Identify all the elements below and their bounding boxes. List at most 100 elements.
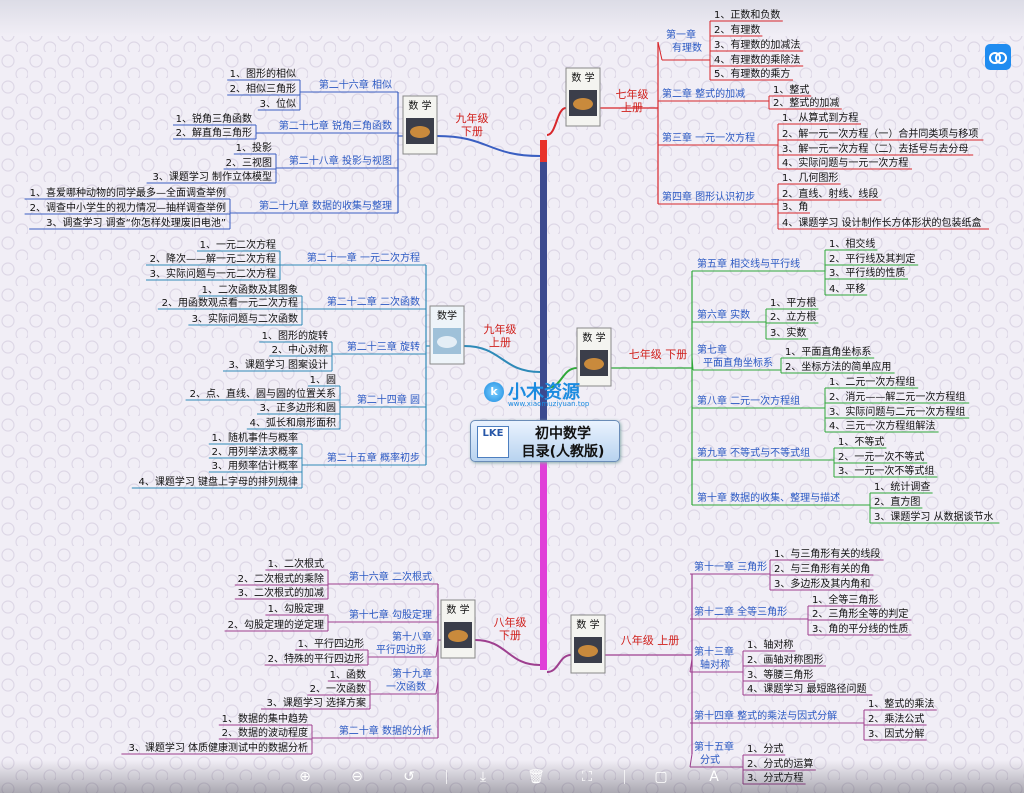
chapter-label-c19-line2: 一次函数 [386, 680, 426, 693]
zoom-in-icon[interactable]: ⊕ [299, 769, 311, 785]
top-shade [0, 0, 1024, 36]
grade-label-g8b-line2: 下册 [499, 629, 521, 642]
section-label-c16-3: 3、二次根式的加减 [238, 586, 324, 599]
chapter-label-c10: 第十章 数据的收集、整理与描述 [697, 491, 840, 504]
chapter-connector-c13 [689, 658, 693, 673]
section-label-c3-2: 2、解一元一次方程（一）合并同类项与移项 [782, 127, 978, 140]
chapter-label-c3: 第三章 一元一次方程 [662, 131, 755, 144]
trunk-lower-segment [540, 460, 547, 670]
section-label-c3-4: 4、实际问题与一元一次方程 [782, 156, 908, 169]
section-label-c9-3: 3、一元一次不等式组 [838, 464, 934, 477]
section-label-c25-1: 1、随机事件与概率 [212, 431, 298, 444]
section-label-c16-2: 2、二次根式的乘除 [238, 572, 324, 585]
section-label-c19-1: 1、函数 [330, 668, 366, 681]
section-label-c15-3: 3、分式方程 [747, 771, 803, 784]
section-label-c19-2: 2、一次函数 [310, 682, 366, 695]
section-label-c9-1: 1、不等式 [838, 435, 884, 448]
section-label-c21-3: 3、实际问题与一元二次方程 [150, 267, 276, 280]
cover-title: 数 学 [582, 331, 605, 344]
section-label-c29-2: 2、调查中小学生的视力情况—抽样调查举例 [30, 201, 226, 214]
grade-label-g7a: 七年级 [616, 87, 649, 101]
section-label-c7-1: 1、平面直角坐标系 [785, 345, 871, 358]
chapter-label-c9: 第九章 不等式与不等式组 [697, 446, 810, 459]
section-label-c1-2: 2、有理数 [714, 23, 760, 36]
delete-icon[interactable]: 🗑 [527, 769, 545, 785]
central-trunk [540, 140, 547, 670]
chapter-label-c27: 第二十七章 锐角三角函数 [279, 119, 392, 132]
cover-title: 数 学 [446, 603, 469, 616]
section-label-c19-3: 3、课题学习 选择方案 [266, 696, 366, 709]
center-topic[interactable]: LKE 初中数学 目录(人教版) [470, 420, 620, 462]
chapter-label-c25: 第二十五章 概率初步 [327, 451, 420, 464]
grade-link-g7b [546, 367, 578, 389]
cloud-share-button[interactable] [985, 44, 1011, 70]
section-label-c27-2: 2、解直角三角形 [176, 126, 252, 139]
grade-link-g8b [474, 639, 541, 666]
grade-label-g9a: 九年级 [484, 322, 517, 336]
chapter-label-c29: 第二十九章 数据的收集与整理 [259, 199, 392, 212]
trunk-top-cap [540, 140, 547, 162]
section-label-c26-3: 3、位似 [260, 97, 296, 110]
image-viewer-toolbar: ⊕ ⊖ ↺ ⤓ 🗑 ⛶ ▢ A [0, 760, 1024, 793]
chapter-connector-c1 [657, 41, 663, 61]
section-label-c1-1: 1、正数和负数 [714, 8, 780, 21]
chapter-label-c12: 第十二章 全等三角形 [694, 605, 787, 618]
section-label-c10-3: 3、课题学习 从数据谈节水 [874, 510, 994, 523]
section-label-c3-1: 1、从算式到方程 [782, 111, 858, 124]
section-label-c2-2: 2、整式的加减 [773, 96, 839, 109]
cloud-icon [989, 52, 1007, 64]
section-label-c28-3: 3、课题学习 制作立体模型 [152, 170, 272, 183]
chapter-label-c15-line2: 分式 [700, 753, 720, 766]
section-label-c12-3: 3、角的平分线的性质 [812, 622, 908, 635]
section-label-c5-1: 1、相交线 [829, 237, 875, 250]
chapter-label-c4: 第四章 图形认识初步 [662, 190, 755, 203]
chapter-label-c21: 第二十一章 一元二次方程 [307, 251, 420, 264]
section-label-c1-3: 3、有理数的加减法 [714, 38, 800, 51]
section-label-c3-3: 3、解一元一次方程（二）去括号与去分母 [782, 142, 968, 155]
crop-icon[interactable]: ⛶ [582, 769, 592, 785]
chapter-label-c20: 第二十章 数据的分析 [339, 724, 432, 737]
chapter-label-c18: 第十八章 [392, 630, 432, 643]
chapter-label-c8: 第八章 二元一次方程组 [697, 394, 800, 407]
chapter-connector-c15 [689, 753, 693, 768]
textbook-cover-g8b: 数 学 [440, 599, 476, 659]
section-label-c11-1: 1、与三角形有关的线段 [774, 547, 880, 560]
section-label-c18-2: 2、特殊的平行四边形 [268, 652, 364, 665]
cover-art-shape [410, 126, 430, 138]
section-label-c2-1: 1、整式 [773, 83, 809, 96]
cover-title: 数 学 [576, 618, 599, 631]
chapter-label-c6: 第六章 实数 [697, 308, 750, 321]
download-icon[interactable]: ⤓ [479, 769, 487, 785]
text-recognition-icon[interactable]: A [709, 769, 719, 785]
fit-screen-icon[interactable]: ▢ [654, 769, 668, 785]
section-label-c10-1: 1、统计调查 [874, 480, 930, 493]
section-label-c11-3: 3、多边形及其内角和 [774, 577, 870, 590]
section-label-c14-1: 1、整式的乘法 [868, 697, 934, 710]
chapter-label-c22: 第二十二章 二次函数 [327, 295, 420, 308]
section-label-c24-2: 2、点、直线、圆与圆的位置关系 [190, 387, 336, 400]
section-label-c1-5: 5、有理数的乘方 [714, 67, 790, 80]
zoom-out-icon[interactable]: ⊖ [351, 769, 363, 785]
cover-art-shape [437, 336, 457, 348]
chapter-label-c24: 第二十四章 圆 [357, 393, 420, 406]
section-label-c15-2: 2、分式的运算 [747, 757, 813, 770]
grade-link-g9a [463, 345, 541, 373]
grade-label-g7b: 七年级 下册 [629, 347, 688, 361]
section-label-c24-1: 1、圆 [310, 374, 336, 386]
section-label-c20-3: 3、课题学习 体质健康测试中的数据分析 [128, 741, 308, 754]
rotate-icon[interactable]: ↺ [403, 769, 415, 785]
section-label-c21-1: 1、一元二次方程 [200, 238, 276, 251]
chapter-label-c7-line2: 平面直角坐标系 [703, 356, 773, 369]
section-label-c13-3: 3、等腰三角形 [747, 668, 813, 681]
watermark-logo-icon: k [484, 382, 504, 402]
mind-map-trunk [540, 140, 547, 670]
watermark-name: 小木资源 [508, 382, 580, 403]
section-label-c8-1: 1、二元一次方程组 [829, 375, 915, 388]
section-label-c29-3: 3、调查学习 调查“你怎样处理废旧电池” [46, 216, 226, 229]
cover-title: 数 学 [408, 99, 431, 112]
section-label-c28-2: 2、三视图 [226, 156, 272, 169]
section-label-c29-1: 1、喜爱哪种动物的同学最多—全面调查举例 [30, 186, 226, 199]
cover-art-shape [578, 645, 598, 657]
toolbar-divider [624, 770, 625, 784]
